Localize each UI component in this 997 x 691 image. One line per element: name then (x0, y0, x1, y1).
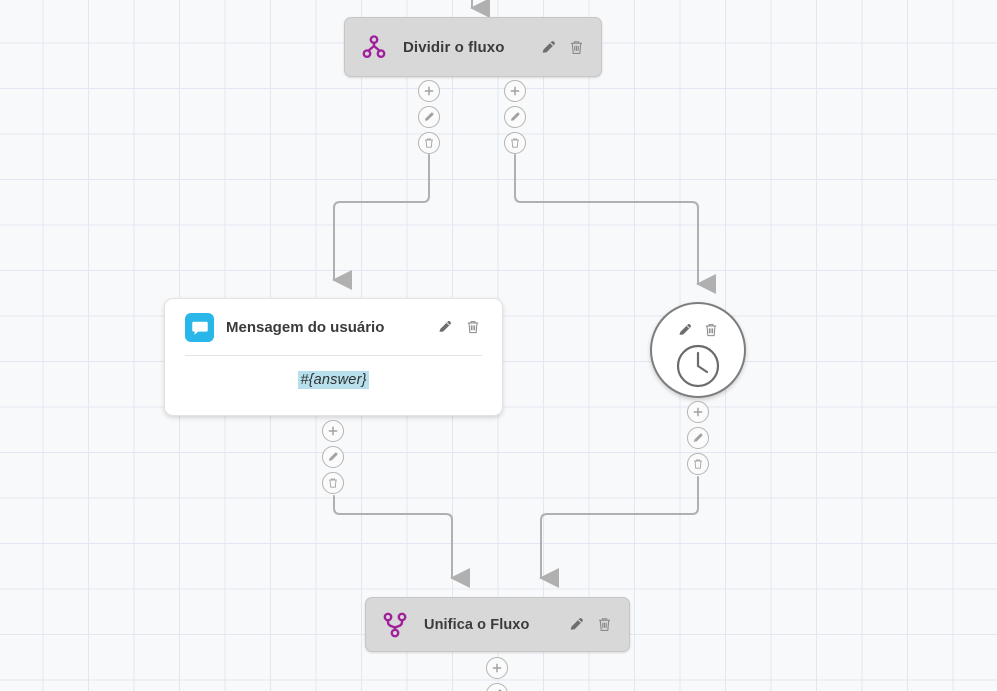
split-flow-icon (361, 34, 387, 60)
pencil-icon[interactable] (504, 106, 526, 128)
pencil-icon[interactable] (486, 683, 508, 691)
merge-flow-title: Unifica o Fluxo (424, 616, 530, 633)
plus-icon[interactable] (687, 401, 709, 423)
pencil-icon[interactable] (418, 106, 440, 128)
plus-icon[interactable] (322, 420, 344, 442)
edit-icon[interactable] (540, 39, 557, 56)
user-message-divider (185, 355, 482, 356)
timer-node-actions (652, 322, 744, 339)
merge-handle-stack[interactable] (486, 657, 508, 691)
timer-handle-stack[interactable] (687, 401, 709, 475)
message-handle-stack[interactable] (322, 420, 344, 494)
user-message-actions (423, 319, 482, 336)
edge-split-to-message (332, 154, 430, 290)
trash-icon[interactable] (418, 132, 440, 154)
user-message-title: Mensagem do usuário (226, 319, 385, 336)
speech-bubble-icon (185, 313, 214, 342)
pencil-icon[interactable] (322, 446, 344, 468)
delete-icon[interactable] (596, 616, 613, 633)
split-flow-node[interactable]: Dividir o fluxo (344, 17, 602, 77)
plus-icon[interactable] (418, 80, 440, 102)
message-variable-token[interactable]: #{answer} (298, 371, 369, 389)
edge-split-to-timer (514, 154, 716, 294)
edit-icon[interactable] (677, 322, 694, 339)
split-flow-actions (526, 39, 585, 56)
trash-icon[interactable] (322, 472, 344, 494)
timer-node[interactable] (650, 302, 746, 398)
merge-flow-node[interactable]: Unifica o Fluxo (365, 597, 630, 652)
merge-flow-icon (382, 611, 408, 639)
split-right-handle-stack[interactable] (504, 80, 526, 154)
plus-icon[interactable] (486, 657, 508, 679)
trash-icon[interactable] (687, 453, 709, 475)
user-message-node[interactable]: Mensagem do usuário (164, 298, 503, 416)
trash-icon[interactable] (504, 132, 526, 154)
delete-icon[interactable] (568, 39, 585, 56)
split-flow-title: Dividir o fluxo (403, 38, 505, 56)
merge-flow-actions (554, 616, 613, 633)
clock-icon (675, 343, 721, 394)
delete-icon[interactable] (465, 319, 482, 336)
split-left-handle-stack[interactable] (418, 80, 440, 154)
user-message-header: Mensagem do usuário (165, 299, 502, 342)
edit-icon[interactable] (437, 319, 454, 336)
edge-timer-to-merge (539, 476, 699, 588)
pencil-icon[interactable] (687, 427, 709, 449)
user-message-body: #{answer} (165, 356, 502, 389)
delete-icon[interactable] (703, 322, 720, 339)
edge-message-to-merge (333, 495, 470, 588)
plus-icon[interactable] (504, 80, 526, 102)
edit-icon[interactable] (568, 616, 585, 633)
